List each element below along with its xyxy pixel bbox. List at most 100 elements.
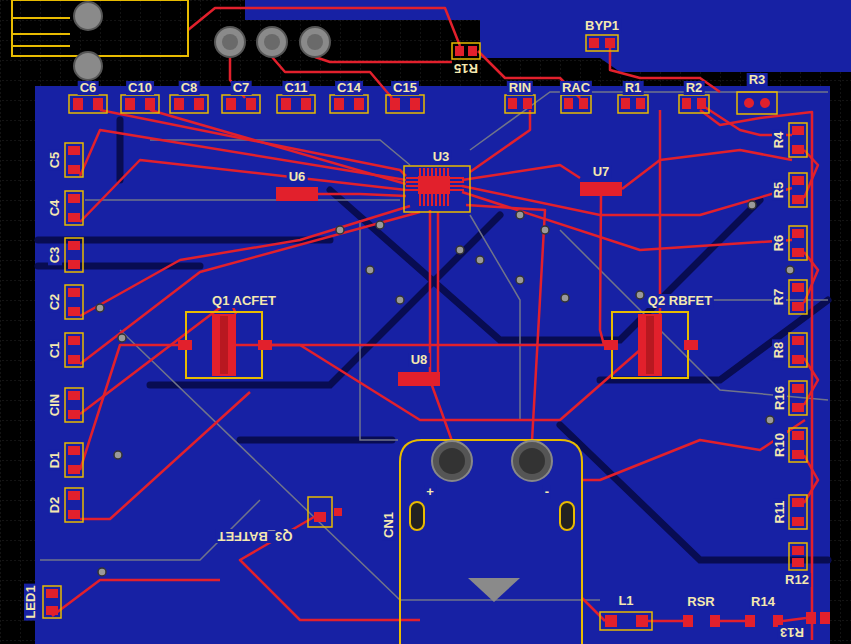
part-designator: C4 xyxy=(48,198,62,219)
resistor-footprint xyxy=(792,450,804,459)
resistor-footprint xyxy=(618,95,648,113)
mosfet-footprint xyxy=(604,340,618,350)
part-designator: Q3_BATFET xyxy=(216,529,295,543)
part-designator: R16 xyxy=(773,384,787,412)
copper-trace xyxy=(700,110,812,640)
part-designator: R6 xyxy=(772,233,786,254)
battery-connector xyxy=(400,440,582,644)
part-designator: R11 xyxy=(773,498,787,525)
header-connector xyxy=(222,34,238,50)
capacitor-footprint xyxy=(170,95,208,113)
mosfet-footprint xyxy=(212,314,236,376)
capacitor-footprint xyxy=(121,95,159,113)
part-designator: C11 xyxy=(282,81,309,95)
part-designator: R5 xyxy=(772,180,786,201)
resistor-footprint xyxy=(789,381,807,415)
part-designator: R14 xyxy=(749,595,777,609)
header-connector xyxy=(264,34,280,50)
diode-footprint xyxy=(46,606,58,615)
capacitor-footprint xyxy=(194,98,204,110)
diode-footprint xyxy=(68,510,80,519)
capacitor-footprint xyxy=(386,95,424,113)
resistor-footprint xyxy=(579,98,588,109)
part-designator: LED1 xyxy=(24,583,38,620)
part-designator: C2 xyxy=(48,292,62,313)
resistor-footprint xyxy=(710,615,720,627)
capacitor-footprint xyxy=(68,194,80,203)
resistor-footprint xyxy=(683,615,693,627)
part-designator: Q1 ACFET xyxy=(210,294,278,308)
resistor-footprint xyxy=(792,145,804,154)
resistor-footprint xyxy=(455,38,830,627)
resistor-footprint xyxy=(792,403,804,412)
copper-trace xyxy=(582,420,805,480)
battery-connector xyxy=(410,502,424,530)
diode-footprint xyxy=(68,465,80,474)
clearance-band xyxy=(560,425,828,560)
copper-trace xyxy=(462,165,580,180)
header-connector xyxy=(12,0,330,80)
via xyxy=(541,226,549,234)
resistor-footprint xyxy=(789,543,807,570)
resistor-footprint xyxy=(792,558,804,567)
capacitor-footprint xyxy=(281,98,291,110)
part-designator: R13 xyxy=(778,625,806,639)
mosfet-footprint xyxy=(178,312,698,527)
capacitor-footprint xyxy=(301,98,311,110)
diode-footprint xyxy=(43,443,83,618)
ic-footprint xyxy=(276,187,318,201)
mosfet-footprint xyxy=(178,340,192,350)
via xyxy=(748,201,756,209)
header-connector xyxy=(74,52,102,80)
resistor-footprint xyxy=(508,98,517,109)
part-designator: R3 xyxy=(747,73,768,87)
copper-trace xyxy=(462,186,792,215)
battery-connector xyxy=(400,440,582,644)
capacitor-footprint xyxy=(222,95,260,113)
part-designator: RAC xyxy=(560,81,592,95)
part-designator: D2 xyxy=(48,495,62,516)
resistor-footprint xyxy=(744,98,754,108)
diode-footprint xyxy=(46,446,80,615)
capacitor-footprint xyxy=(65,238,83,272)
via xyxy=(96,304,104,312)
diode-footprint xyxy=(65,443,83,477)
via xyxy=(516,276,524,284)
diode-footprint xyxy=(43,443,83,618)
capacitor-footprint xyxy=(125,98,135,110)
battery-connector xyxy=(560,502,574,530)
header-connector xyxy=(257,27,287,57)
capacitor-footprint xyxy=(65,388,83,422)
via xyxy=(96,201,794,576)
resistor-footprint xyxy=(452,35,830,630)
copper-trace xyxy=(80,212,420,364)
bottom-trace xyxy=(40,92,828,600)
copper-trace xyxy=(100,110,406,176)
part-designator: C5 xyxy=(48,150,62,171)
copper-trace xyxy=(318,194,406,196)
capacitor-footprint xyxy=(68,213,80,222)
clearance-band xyxy=(600,300,828,380)
resistor-footprint xyxy=(600,612,652,630)
diode-footprint xyxy=(68,446,80,455)
part-designator: R12 xyxy=(783,573,811,587)
capacitor-footprint xyxy=(410,98,420,110)
copper-trace xyxy=(600,196,604,345)
clearance-band xyxy=(38,120,828,560)
mosfet-footprint xyxy=(638,314,662,376)
resistor-footprint xyxy=(452,35,807,630)
capacitor-footprint xyxy=(334,98,344,110)
capacitor-footprint xyxy=(73,98,83,110)
capacitor-footprint xyxy=(246,98,256,110)
resistor-footprint xyxy=(792,384,804,393)
diode-footprint xyxy=(46,589,58,598)
clearance-band xyxy=(117,120,124,180)
via xyxy=(561,294,569,302)
part-designator: U7 xyxy=(591,165,612,179)
bottom-trace xyxy=(700,299,828,301)
capacitor-footprint xyxy=(68,288,80,297)
capacitor-footprint xyxy=(145,98,155,110)
copper-trace xyxy=(437,212,440,372)
part-designator: + xyxy=(424,485,436,499)
